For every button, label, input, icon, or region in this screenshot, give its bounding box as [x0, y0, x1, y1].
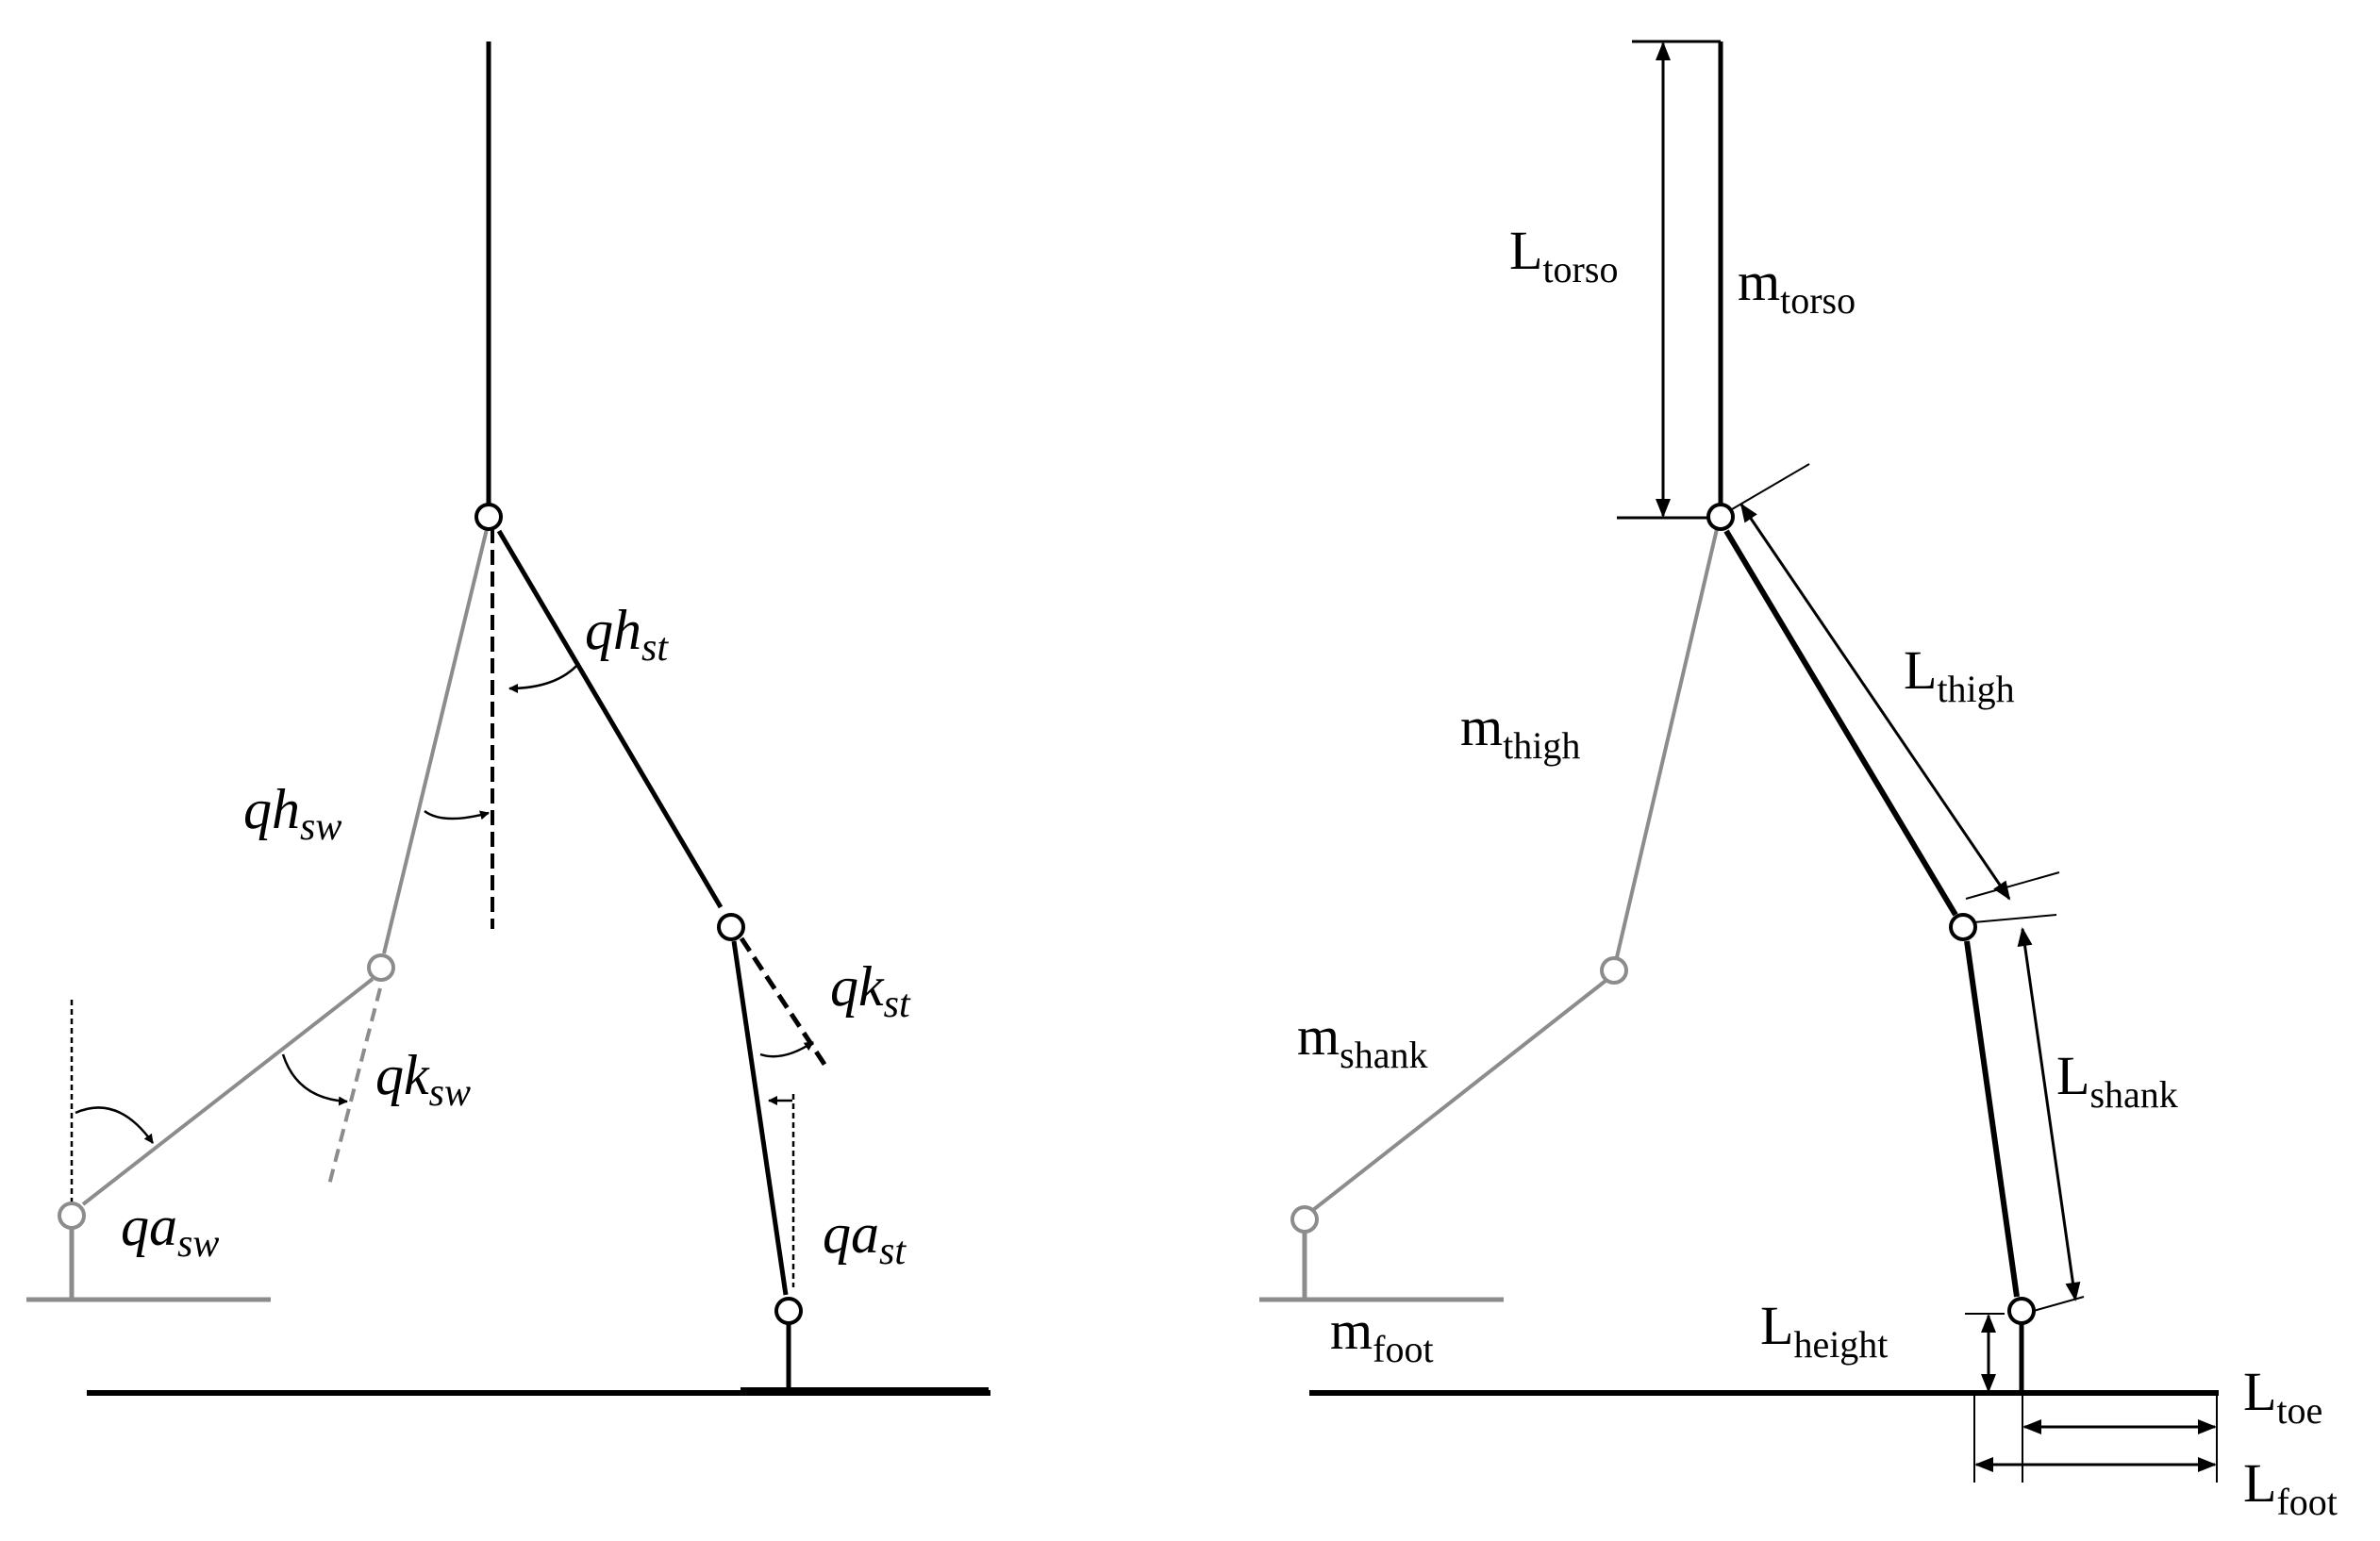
label-qh-st: qhst — [585, 599, 669, 670]
label-l-foot: Lfoot — [2243, 1452, 2338, 1523]
right-diagram-parameters: Ltorso mtorso Lthigh mthigh Lshank mshan… — [1259, 40, 2338, 1523]
label-qh-sw-sub: sw — [300, 805, 341, 849]
label-l-foot-sub: foot — [2276, 1481, 2337, 1523]
label-m-shank-sub: shank — [1340, 1034, 1427, 1076]
label-m-foot-main: m — [1330, 1300, 1373, 1361]
stance-shank — [731, 940, 789, 1296]
label-qa-st: qast — [823, 1202, 907, 1273]
label-qh-st-sub: st — [641, 626, 669, 670]
label-l-torso-main: L — [1509, 220, 1542, 281]
dimension-arrow-l-thigh — [1739, 503, 2011, 901]
stance-thigh-right — [1723, 529, 1958, 917]
swing-thigh-right — [1615, 528, 1719, 958]
angle-arc-qh-st — [508, 662, 580, 693]
label-l-toe: Ltoe — [2243, 1361, 2322, 1432]
angle-arc-qk-st — [759, 1040, 814, 1058]
label-m-thigh-main: m — [1460, 696, 1503, 757]
swing-knee-joint-right — [1600, 956, 1628, 985]
stance-knee-extension-reference — [739, 936, 828, 1068]
stance-thigh — [496, 529, 724, 909]
label-qh-st-main: qh — [585, 599, 641, 661]
label-l-shank-sub: shank — [2089, 1073, 2177, 1116]
label-qa-sw: qasw — [121, 1195, 219, 1266]
label-qk-sw-main: qk — [375, 1044, 430, 1106]
label-m-torso-sub: torso — [1780, 279, 1856, 322]
label-m-foot-sub: foot — [1373, 1328, 1433, 1370]
label-qa-sw-sub: sw — [177, 1222, 219, 1266]
label-qk-sw-sub: sw — [429, 1071, 471, 1115]
label-l-shank: Lshank — [2056, 1045, 2178, 1116]
label-qk-st-main: qk — [830, 955, 885, 1018]
label-qa-st-sub: st — [879, 1230, 907, 1273]
label-m-thigh: mthigh — [1460, 696, 1580, 767]
label-m-torso-main: m — [1738, 251, 1780, 312]
angle-arc-qk-sw — [281, 1053, 348, 1106]
stance-knee-joint — [717, 913, 745, 941]
label-l-thigh: Lthigh — [1904, 639, 2015, 710]
label-m-foot: mfoot — [1330, 1300, 1434, 1370]
stance-shank-right — [1964, 940, 2020, 1298]
label-qa-st-main: qa — [823, 1202, 879, 1265]
label-l-thigh-sub: thigh — [1937, 668, 2014, 710]
label-m-torso: mtorso — [1738, 251, 1856, 322]
label-qk-sw: qksw — [375, 1044, 471, 1115]
angle-arc-qa-sw — [75, 1106, 155, 1144]
left-diagram-angles: qhst qhsw qkst qksw qasw qast — [26, 41, 990, 1396]
shank-top-extension — [1972, 914, 2057, 923]
swing-ankle-joint-right — [1290, 1205, 1319, 1234]
label-l-thigh-main: L — [1904, 639, 1937, 701]
label-qh-sw-main: qh — [243, 778, 300, 840]
label-l-height-sub: height — [1793, 1323, 1888, 1366]
label-m-shank: mshank — [1297, 1005, 1427, 1076]
label-l-toe-sub: toe — [2276, 1389, 2322, 1432]
label-qh-sw: qhsw — [243, 778, 341, 849]
stance-ankle-joint — [774, 1297, 803, 1325]
label-qk-st-sub: st — [884, 983, 911, 1026]
label-l-height: Lheight — [1760, 1295, 1888, 1366]
label-m-shank-main: m — [1297, 1005, 1340, 1067]
swing-thigh — [382, 528, 489, 954]
swing-shank-right — [1311, 979, 1607, 1212]
hip-joint-right — [1706, 503, 1735, 531]
label-m-thigh-sub: thigh — [1503, 724, 1580, 767]
thigh-bottom-extension — [1965, 871, 2060, 900]
hip-joint — [474, 503, 503, 531]
stance-ankle-joint-right — [2007, 1297, 2036, 1325]
label-qk-st: qkst — [830, 955, 911, 1026]
label-l-torso-sub: torso — [1542, 248, 1618, 290]
label-qa-sw-main: qa — [121, 1195, 177, 1257]
swing-shank — [81, 977, 374, 1206]
label-l-height-main: L — [1760, 1295, 1793, 1356]
swing-knee-joint — [367, 953, 395, 982]
label-l-shank-main: L — [2056, 1045, 2089, 1106]
dimension-arrow-l-shank — [2017, 927, 2081, 1301]
swing-knee-extension-reference — [326, 987, 382, 1189]
swing-ankle-joint — [58, 1201, 86, 1230]
angle-arc-qh-sw — [424, 809, 490, 820]
thigh-top-extension — [1731, 463, 1810, 510]
stance-knee-joint-right — [1949, 913, 1977, 941]
label-l-foot-main: L — [2243, 1452, 2276, 1514]
label-l-toe-main: L — [2243, 1361, 2276, 1422]
label-l-torso: Ltorso — [1509, 220, 1618, 290]
